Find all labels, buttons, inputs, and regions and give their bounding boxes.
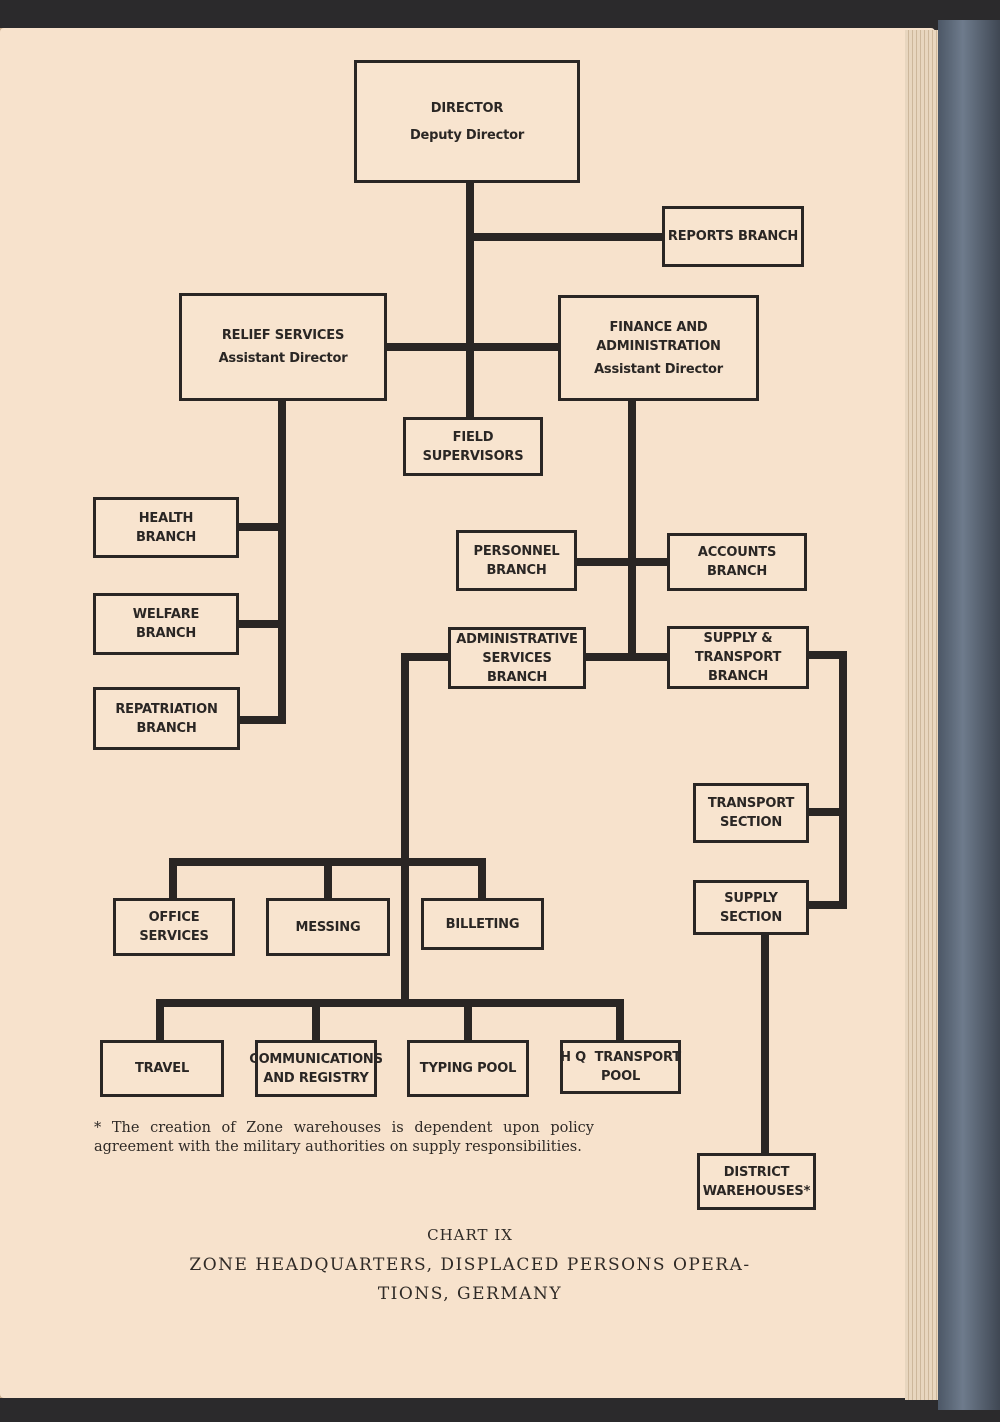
box-label: POOL xyxy=(600,1069,641,1084)
chart-number: CHART IX xyxy=(427,1226,513,1244)
box-label: H Q TRANSPORT xyxy=(560,1050,681,1065)
finance-title-line2: ADMINISTRATION xyxy=(596,338,721,354)
repatriation-branch-box: REPATRIATION BRANCH xyxy=(93,687,240,750)
box-label: BRANCH xyxy=(136,720,197,736)
transport-section-box: TRANSPORT SECTION xyxy=(693,783,809,843)
box-label: WAREHOUSES* xyxy=(702,1183,811,1199)
box-label: PERSONNEL xyxy=(473,543,560,559)
box-label: BRANCH xyxy=(707,669,769,684)
box-label: OFFICE xyxy=(148,910,200,925)
box-label: MESSING xyxy=(295,919,361,935)
field-supervisors-label: FIELD SUPERVISORS xyxy=(422,429,524,464)
finance-title-line1: FINANCE AND xyxy=(609,319,708,335)
reports-branch-label: REPORTS BRANCH xyxy=(667,229,799,244)
chart-title-line2: TIONS, GERMANY xyxy=(377,1284,563,1304)
communications-registry-box: COMMUNICATIONS AND REGISTRY xyxy=(249,1040,383,1097)
messing-box: MESSING xyxy=(266,898,390,956)
supply-section-box: SUPPLY SECTION xyxy=(693,880,809,935)
hq-transport-pool-box: H Q TRANSPORT POOL xyxy=(560,1040,681,1094)
director-title: DIRECTOR xyxy=(430,100,504,116)
relief-services-box: RELIEF SERVICES Assistant Director xyxy=(179,293,387,401)
footnote: * The creation of Zone warehouses is dep… xyxy=(94,1120,594,1155)
box-label: AND REGISTRY xyxy=(263,1070,369,1086)
district-warehouses-box: DISTRICT WAREHOUSES* xyxy=(697,1153,816,1210)
box-label: DISTRICT xyxy=(723,1164,790,1180)
typing-pool-box: TYPING POOL xyxy=(407,1040,529,1097)
welfare-branch-box: WELFARE BRANCH xyxy=(93,593,239,655)
box-label: SUPPLY & TRANSPORT xyxy=(694,631,782,665)
box-label: HEALTH xyxy=(138,510,194,526)
box-label: SERVICES xyxy=(139,929,209,944)
box-label: BILLETING xyxy=(445,916,520,932)
box-label: REPATRIATION xyxy=(115,701,218,717)
relief-services-title: RELIEF SERVICES xyxy=(221,328,345,343)
travel-box: TRAVEL xyxy=(100,1040,224,1097)
personnel-branch-box: PERSONNEL BRANCH xyxy=(456,530,577,591)
health-branch-box: HEALTH BRANCH xyxy=(93,497,239,558)
box-label: BRANCH xyxy=(135,626,197,641)
office-services-box: OFFICE SERVICES xyxy=(113,898,235,956)
deputy-director-label: Deputy Director xyxy=(409,127,525,143)
book-cover xyxy=(938,20,1000,1410)
assistant-director-label: Assistant Director xyxy=(594,361,723,377)
billeting-box: BILLETING xyxy=(421,898,544,950)
box-label: BRANCH xyxy=(486,562,547,578)
supply-transport-branch-box: SUPPLY & TRANSPORT BRANCH xyxy=(667,626,809,689)
box-label: SECTION xyxy=(719,909,783,925)
box-label: TYPING POOL xyxy=(419,1061,517,1076)
box-label: WELFARE xyxy=(132,607,200,622)
box-label: SECTION xyxy=(719,815,783,830)
reports-branch-box: REPORTS BRANCH xyxy=(662,206,804,267)
field-supervisors-box: FIELD SUPERVISORS xyxy=(403,417,543,476)
box-label: COMMUNICATIONS xyxy=(249,1051,383,1067)
box-label: BRANCH xyxy=(135,529,197,545)
box-label: BRANCH xyxy=(706,564,768,579)
box-label: TRAVEL xyxy=(134,1061,190,1076)
box-label: SERVICES BRANCH xyxy=(482,650,552,685)
chart-title-line1: ZONE HEADQUARTERS, DISPLACED PERSONS OPE… xyxy=(189,1255,751,1275)
finance-administration-box: FINANCE AND ADMINISTRATION Assistant Dir… xyxy=(558,295,759,401)
administrative-services-branch-box: ADMINISTRATIVE SERVICES BRANCH xyxy=(448,627,586,689)
assistant-director-label: Assistant Director xyxy=(218,351,348,366)
director-box: DIRECTOR Deputy Director xyxy=(354,60,580,183)
box-label: TRANSPORT xyxy=(707,796,795,811)
box-label: SUPPLY xyxy=(724,890,778,906)
box-label: ACCOUNTS xyxy=(697,545,777,560)
accounts-branch-box: ACCOUNTS BRANCH xyxy=(667,533,807,591)
box-label: ADMINISTRATIVE xyxy=(456,631,578,647)
